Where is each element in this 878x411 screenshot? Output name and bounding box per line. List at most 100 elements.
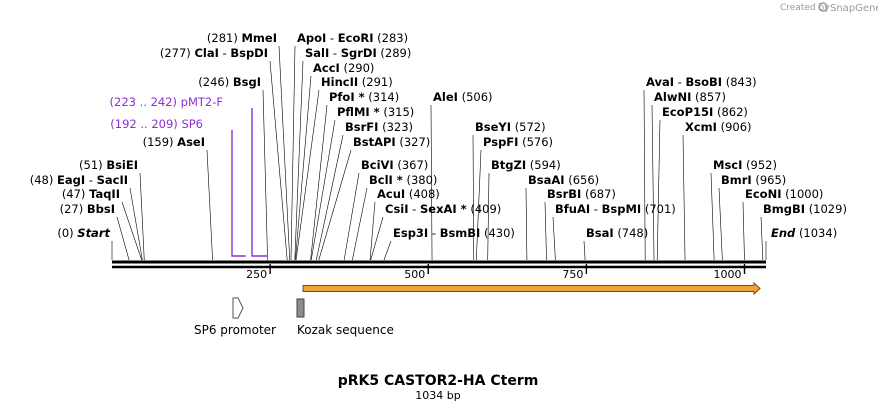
- enzyme-name: BsaI: [586, 226, 614, 240]
- site-leader-line: [139, 172, 145, 261]
- site-hincii[interactable]: HincII (291): [295, 75, 393, 261]
- site-label: (0) Start: [57, 226, 110, 240]
- site-leader-line: [525, 187, 528, 261]
- site-position: (323): [382, 120, 413, 134]
- site-leader-line: [472, 134, 475, 261]
- site-position: (572): [515, 120, 546, 134]
- site-position: (430): [484, 226, 515, 240]
- site-label: CsiI - SexAI * (409): [385, 202, 501, 216]
- site-leader-line: [352, 187, 368, 261]
- site-start[interactable]: (0) Start: [57, 226, 113, 260]
- site-position: (862): [717, 105, 748, 119]
- site-position: (291): [362, 75, 393, 89]
- site-msci[interactable]: MscI (952): [710, 158, 777, 261]
- enzyme-name: SexAI *: [420, 202, 467, 216]
- site-clai-bspdi[interactable]: (277) ClaI - BspDI: [160, 46, 288, 261]
- site-acci[interactable]: AccI (290): [295, 61, 374, 261]
- site-asei[interactable]: (159) AseI: [143, 135, 213, 261]
- site-position: (857): [695, 90, 726, 104]
- sp6-promoter-feature[interactable]: SP6 promoter: [194, 297, 276, 337]
- site-leader-line: [583, 240, 586, 261]
- enzyme-name: ClaI: [194, 46, 218, 60]
- site-label: ApoI - EcoRI (283): [297, 31, 408, 45]
- site-bsrbi[interactable]: BsrBI (687): [544, 187, 616, 261]
- enzyme-name: MmeI: [241, 31, 277, 45]
- site-leader-line: [116, 216, 130, 261]
- kozak-sequence-feature[interactable]: Kozak sequence: [296, 298, 394, 337]
- site-bseyi[interactable]: BseYI (572): [472, 120, 546, 261]
- site-bsrfi[interactable]: BsrFI (323): [316, 120, 413, 261]
- site-avai-bsobi[interactable]: AvaI - BsoBI (843): [643, 75, 757, 261]
- kozak-box-icon[interactable]: [296, 298, 305, 318]
- site-mmei[interactable]: (281) MmeI: [207, 31, 291, 261]
- site-bmri[interactable]: BmrI (965): [718, 173, 786, 261]
- primer-pmt2-f[interactable]: (223 .. 242) pMT2-F: [110, 95, 268, 257]
- site-leader-line: [710, 172, 715, 261]
- site-leader-line: [651, 104, 655, 261]
- site-btgzi[interactable]: BtgZI (594): [487, 158, 561, 261]
- site-eagi-sacii[interactable]: (48) EagI - SacII: [30, 173, 143, 261]
- site-acui[interactable]: AcuI (408): [369, 187, 440, 261]
- site-label: BsaI (748): [586, 226, 648, 240]
- site-position: (408): [409, 187, 440, 201]
- site-apoi-ecori[interactable]: ApoI - EcoRI (283): [290, 31, 408, 261]
- site-bcli[interactable]: BclI * (380): [352, 173, 437, 261]
- enzyme-name: BmrI: [721, 173, 752, 187]
- site-bmgbi[interactable]: BmgBI (1029): [760, 202, 847, 261]
- enzyme-name: BsiEI: [106, 158, 138, 172]
- site-pflmi[interactable]: PflMI * (315): [310, 105, 414, 261]
- site-leader-line: [316, 134, 344, 261]
- site-bstapi[interactable]: BstAPI (327): [318, 135, 430, 261]
- enzyme-name: BsrFI: [345, 120, 378, 134]
- site-leader-line: [129, 187, 143, 261]
- site-label: MscI (952): [713, 158, 777, 172]
- enzyme-name: BciVI: [361, 158, 394, 172]
- site-xcmi[interactable]: XcmI (906): [682, 120, 752, 261]
- cds-arrow-icon[interactable]: [302, 281, 761, 296]
- site-end[interactable]: End (1034): [765, 226, 837, 260]
- enzyme-name: TaqII: [89, 187, 120, 201]
- site-econi[interactable]: EcoNI (1000): [742, 187, 823, 261]
- site-ecop15i[interactable]: EcoP15I (862): [656, 105, 748, 261]
- site-bbsi[interactable]: (27) BbsI: [60, 202, 130, 261]
- site-position: (748): [617, 226, 648, 240]
- enzyme-name: CsiI: [385, 202, 409, 216]
- promoter-arrow-icon[interactable]: [232, 297, 244, 319]
- site-bcivi[interactable]: BciVI (367): [343, 158, 428, 261]
- ruler-tick-label: 250: [246, 268, 267, 281]
- site-leader-line: [718, 187, 723, 261]
- site-pfoi[interactable]: PfoI * (314): [310, 90, 400, 261]
- site-leader-line: [682, 134, 686, 261]
- site-leader-line: [295, 75, 312, 261]
- site-esp3i-bsmbi[interactable]: Esp3I - BsmBI (430): [383, 226, 515, 261]
- site-label: (246) BsgI: [198, 75, 261, 89]
- enzyme-name: AseI: [177, 135, 205, 149]
- site-label: AlwNI (857): [654, 90, 726, 104]
- primer-sp6[interactable]: (192 .. 209) SP6: [110, 117, 246, 257]
- enzyme-name: ApoI: [297, 31, 326, 45]
- site-bsiei[interactable]: (51) BsiEI: [79, 158, 145, 261]
- site-leader-line: [656, 119, 661, 261]
- site-pspfi[interactable]: PspFI (576): [476, 135, 553, 261]
- site-bsai[interactable]: BsaI (748): [583, 226, 648, 261]
- site-taqii[interactable]: (47) TaqII: [62, 187, 143, 261]
- site-alei[interactable]: AleI (506): [430, 90, 493, 261]
- site-position: (576): [522, 135, 553, 149]
- site-bfuai-bspmi[interactable]: BfuAI - BspMI (701): [552, 202, 676, 261]
- site-bsgi[interactable]: (246) BsgI: [198, 75, 268, 261]
- site-position: (0): [57, 226, 73, 240]
- enzyme-name: PspFI: [483, 135, 518, 149]
- enzyme-name: Start: [77, 226, 110, 240]
- site-leader-line: [552, 216, 556, 261]
- cds-feature[interactable]: [302, 281, 761, 296]
- map-title: pRK5 CASTOR2-HA Cterm: [338, 373, 539, 389]
- site-label: BseYI (572): [475, 120, 546, 134]
- site-alwni[interactable]: AlwNI (857): [651, 90, 726, 261]
- snapgene-logo-icon: [818, 2, 828, 12]
- restriction-sites: (0) Start(27) BbsI(47) TaqII(48) EagI - …: [30, 31, 847, 261]
- site-bsaai[interactable]: BsaAI (656): [525, 173, 599, 261]
- site-sali-sgrdi[interactable]: SalI - SgrDI (289): [294, 46, 412, 261]
- site-position: (327): [399, 135, 430, 149]
- map-length: 1034 bp: [415, 389, 460, 402]
- features: SP6 promoter Kozak sequence: [194, 281, 761, 337]
